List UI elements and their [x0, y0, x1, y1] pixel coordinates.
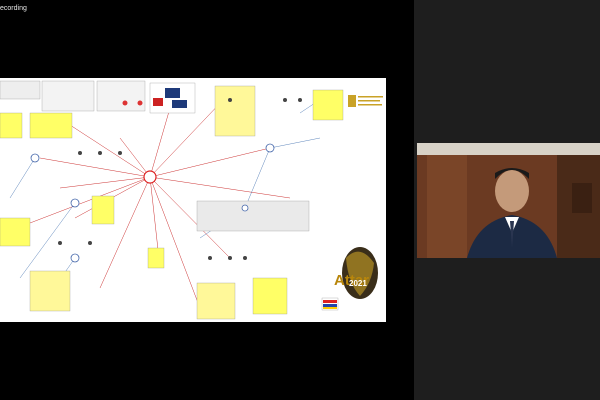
central-node — [143, 170, 157, 184]
hub-nodes — [30, 143, 275, 263]
anniversary-logo — [342, 247, 378, 299]
brand-text: Attar — [334, 272, 370, 289]
person-icons — [58, 98, 302, 260]
institution-logo-text — [358, 96, 383, 106]
network-diagram — [0, 80, 383, 320]
participant-video — [417, 143, 600, 258]
institution-logo — [348, 95, 356, 107]
recording-indicator: ecording — [0, 5, 27, 12]
shared-screen: Attar 2021 — [0, 78, 386, 322]
connection-lines — [29, 97, 291, 309]
participant-video-tile[interactable] — [417, 143, 600, 258]
data-tables — [0, 80, 344, 320]
participant-face — [495, 170, 529, 212]
logo-year-text: 2021 — [349, 279, 367, 288]
